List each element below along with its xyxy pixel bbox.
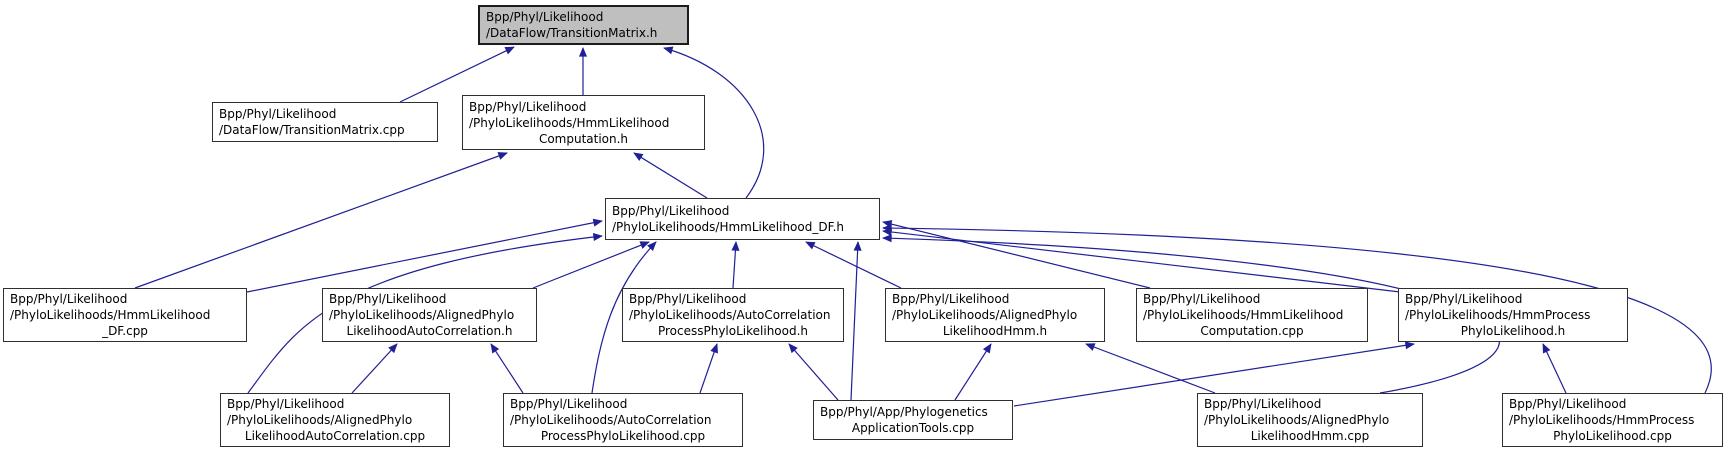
include-edge-aligned-phylo-likelihood-auto-correlation-h-to-hmm-likelihood-df-h: [532, 241, 650, 289]
node-label-line: Bpp/Phyl/Likelihood: [892, 292, 1010, 306]
include-edge-hmm-likelihood-df-h-to-hmm-likelihood-computation-h: [633, 152, 708, 199]
node-label-line: LikelihoodHmm.h: [942, 324, 1048, 338]
node-label-line: /PhyloLikelihoods/AlignedPhylo: [227, 413, 413, 427]
include-edge-hmm-process-phylo-likelihood-cpp-to-hmm-likelihood-df-h: [882, 224, 1712, 394]
node-label-line: /PhyloLikelihoods/AlignedPhylo: [892, 308, 1078, 322]
node-label-line: LikelihoodHmm.cpp: [1250, 429, 1370, 443]
node-label-line: ProcessPhyloLikelihood.cpp: [540, 429, 706, 443]
node-label-line: Bpp/Phyl/Likelihood: [10, 292, 128, 306]
node-label-line: Bpp/Phyl/Likelihood: [219, 107, 337, 121]
node-label-line: Computation.h: [538, 131, 629, 146]
node-label-line: /PhyloLikelihoods/AlignedPhylo: [329, 308, 515, 322]
include-edge-hmm-process-phylo-likelihood-cpp-to-hmm-process-phylo-likelihood-h: [1542, 343, 1567, 394]
node-label-line: Bpp/Phyl/Likelihood: [612, 204, 730, 218]
include-edge-hmm-likelihood-df-h-to-transition-matrix-h: [663, 46, 765, 199]
include-edge-auto-correlation-process-phylo-likelihood-h-to-hmm-likelihood-df-h: [731, 241, 740, 289]
graph-node-hmm-likelihood-computation-h[interactable]: Bpp/Phyl/Likelihood/PhyloLikelihoods/Hmm…: [462, 95, 705, 150]
graph-node-hmm-process-phylo-likelihood-cpp[interactable]: Bpp/Phyl/Likelihood/PhyloLikelihoods/Hmm…: [1502, 393, 1723, 447]
node-label-line: Bpp/Phyl/Likelihood: [1143, 292, 1261, 306]
node-label-line: Bpp/Phyl/Likelihood: [1509, 397, 1627, 411]
include-edge-transition-matrix-cpp-to-transition-matrix-h: [399, 46, 515, 103]
graph-node-auto-correlation-process-phylo-likelihood-cpp[interactable]: Bpp/Phyl/Likelihood/PhyloLikelihoods/Aut…: [503, 393, 743, 447]
include-edge-phylogenetics-application-tools-cpp-to-hmm-likelihood-df-h: [850, 241, 862, 401]
node-label-line: Bpp/Phyl/Likelihood: [1204, 397, 1322, 411]
node-label-line: /PhyloLikelihoods/AutoCorrelation: [510, 413, 712, 427]
node-label-line: PhyloLikelihood.h: [1460, 324, 1566, 338]
include-edge-hmm-likelihood-df-cpp-to-hmm-likelihood-computation-h: [134, 152, 508, 289]
node-label-line: Bpp/Phyl/Likelihood: [329, 292, 447, 306]
graph-node-aligned-phylo-likelihood-auto-correlation-cpp[interactable]: Bpp/Phyl/Likelihood/PhyloLikelihoods/Ali…: [220, 393, 450, 447]
include-edge-aligned-phylo-likelihood-hmm-cpp-to-aligned-phylo-likelihood-hmm-h: [1085, 343, 1216, 394]
graph-node-aligned-phylo-likelihood-hmm-h[interactable]: Bpp/Phyl/Likelihood/PhyloLikelihoods/Ali…: [885, 288, 1105, 342]
include-edge-hmm-likelihood-df-cpp-to-hmm-likelihood-df-h: [246, 218, 603, 293]
node-label-line: Bpp/Phyl/Likelihood: [510, 397, 628, 411]
include-edge-hmm-process-phylo-likelihood-h-to-hmm-likelihood-df-h: [882, 228, 1401, 293]
node-label-line: /PhyloLikelihoods/HmmLikelihood: [469, 115, 670, 130]
include-edge-aligned-phylo-likelihood-hmm-h-to-hmm-likelihood-df-h: [805, 241, 902, 289]
include-edge-auto-correlation-process-phylo-likelihood-cpp-to-auto-correlation-process-phylo-likelihood-h: [699, 343, 718, 394]
node-label-line: /PhyloLikelihoods/AlignedPhylo: [1204, 413, 1390, 427]
node-label-line: Bpp/Phyl/Likelihood: [629, 292, 747, 306]
include-edge-hmm-likelihood-computation-cpp-to-hmm-likelihood-df-h: [882, 220, 1151, 289]
node-label-line: LikelihoodAutoCorrelation.h: [346, 324, 513, 338]
include-edge-auto-correlation-process-phylo-likelihood-cpp-to-aligned-phylo-likelihood-auto-correlation-h: [490, 343, 524, 394]
node-label-line: /PhyloLikelihoods/HmmLikelihood_DF.h: [612, 220, 844, 234]
graph-node-hmm-process-phylo-likelihood-h[interactable]: Bpp/Phyl/Likelihood/PhyloLikelihoods/Hmm…: [1398, 288, 1628, 342]
node-label-line: /DataFlow/TransitionMatrix.cpp: [219, 123, 405, 137]
node-label-line: /PhyloLikelihoods/HmmProcess: [1509, 413, 1695, 427]
node-label-line: PhyloLikelihood.cpp: [1553, 429, 1672, 443]
node-label-line: Computation.cpp: [1200, 324, 1304, 338]
node-label-line: Bpp/Phyl/Likelihood: [227, 397, 345, 411]
graph-node-hmm-likelihood-computation-cpp[interactable]: Bpp/Phyl/Likelihood/PhyloLikelihoods/Hmm…: [1136, 288, 1368, 342]
include-edge-phylogenetics-application-tools-cpp-to-aligned-phylo-likelihood-hmm-h: [954, 343, 992, 401]
graph-node-hmm-likelihood-df-h[interactable]: Bpp/Phyl/Likelihood/PhyloLikelihoods/Hmm…: [605, 198, 880, 240]
graph-node-aligned-phylo-likelihood-auto-correlation-h[interactable]: Bpp/Phyl/Likelihood/PhyloLikelihoods/Ali…: [322, 288, 537, 342]
node-label-line: /PhyloLikelihoods/AutoCorrelation: [629, 308, 831, 322]
include-edge-phylogenetics-application-tools-cpp-to-auto-correlation-process-phylo-likelihood-h: [788, 343, 839, 401]
node-label-line: _DF.cpp: [102, 324, 148, 338]
node-label-line: Bpp/Phyl/Likelihood: [486, 10, 604, 24]
node-label-line: Bpp/Phyl/Likelihood: [1405, 292, 1523, 306]
include-edge-phylogenetics-application-tools-cpp-to-hmm-process-phylo-likelihood-h: [1013, 341, 1415, 407]
include-edge-aligned-phylo-likelihood-auto-correlation-cpp-to-aligned-phylo-likelihood-auto-correlation-h: [351, 343, 398, 394]
graph-node-hmm-likelihood-df-cpp[interactable]: Bpp/Phyl/Likelihood/PhyloLikelihoods/Hmm…: [3, 288, 247, 342]
node-label-line: LikelihoodAutoCorrelation.cpp: [244, 429, 426, 443]
node-label-line: /DataFlow/TransitionMatrix.h: [486, 26, 658, 40]
graph-node-transition-matrix-cpp[interactable]: Bpp/Phyl/Likelihood/DataFlow/TransitionM…: [212, 102, 438, 142]
node-label-line: ProcessPhyloLikelihood.h: [657, 324, 809, 338]
node-label-line: /PhyloLikelihoods/HmmProcess: [1405, 308, 1591, 322]
graph-node-transition-matrix-h: Bpp/Phyl/Likelihood/DataFlow/TransitionM…: [478, 5, 689, 45]
node-label-line: /PhyloLikelihoods/HmmLikelihood: [10, 308, 211, 322]
graph-node-aligned-phylo-likelihood-hmm-cpp[interactable]: Bpp/Phyl/Likelihood/PhyloLikelihoods/Ali…: [1197, 393, 1423, 447]
node-label-line: ApplicationTools.cpp: [851, 421, 975, 435]
graph-node-auto-correlation-process-phylo-likelihood-h[interactable]: Bpp/Phyl/Likelihood/PhyloLikelihoods/Aut…: [622, 288, 844, 342]
include-edge-auto-correlation-process-phylo-likelihood-cpp-to-hmm-likelihood-df-h: [591, 241, 657, 394]
node-label-line: /PhyloLikelihoods/HmmLikelihood: [1143, 308, 1344, 322]
node-label-line: Bpp/Phyl/Likelihood: [469, 99, 587, 114]
node-label-line: Bpp/Phyl/App/Phylogenetics: [820, 405, 988, 419]
